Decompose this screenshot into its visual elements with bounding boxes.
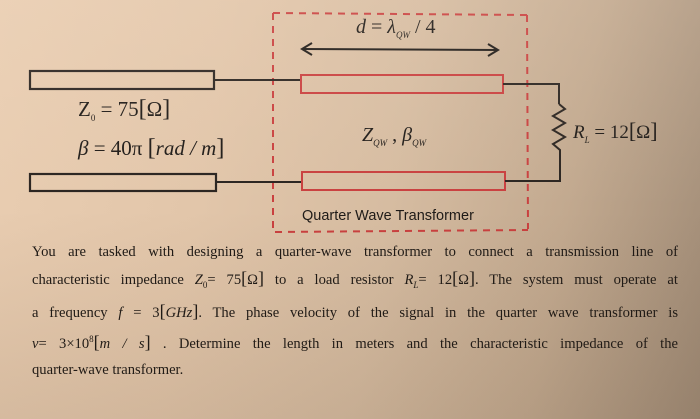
- zqw-subscript: QW: [373, 138, 388, 148]
- beta-symbol: β: [78, 136, 89, 160]
- z0-unit: Ω: [247, 272, 259, 288]
- divide-by-four: / 4: [414, 16, 436, 38]
- d-symbol: d: [356, 16, 366, 38]
- line-impedance-label: Z0 = 75[Ω]: [78, 96, 171, 124]
- rl-subscript: L: [584, 134, 590, 145]
- length-arrow: [300, 42, 500, 57]
- load-wiring: [503, 83, 567, 182]
- velocity-symbol: v: [32, 335, 39, 352]
- z0-subscript: 0: [90, 113, 96, 124]
- load-resistor-label: RL = 12[Ω]: [573, 118, 658, 145]
- betaqw-subscript: QW: [412, 138, 427, 148]
- rl-value: = 12: [418, 272, 453, 288]
- separator: ,: [392, 124, 398, 146]
- velocity-value: = 3×10: [38, 335, 90, 352]
- problem-line-3: a frequency f = 3[GHz]. The phase veloci…: [32, 300, 678, 321]
- quarter-wave-transformer-caption: Quarter Wave Transformer: [302, 208, 474, 224]
- rl-unit: Ω: [636, 122, 651, 143]
- text-segment: . The system must operate at: [474, 272, 678, 288]
- text-segment: a frequency: [32, 304, 108, 321]
- text-segment: . Determine the length in meters and the…: [162, 335, 678, 352]
- z0-symbol: Z: [78, 97, 91, 121]
- frequency-unit: GHz: [165, 304, 193, 321]
- text-segment: to a load resistor: [274, 272, 394, 288]
- z0-unit: Ω: [146, 97, 163, 121]
- lambda-symbol: λ: [387, 16, 396, 38]
- resistor-icon: [551, 103, 567, 154]
- z0-subscript: 0: [202, 279, 208, 290]
- rl-symbol: R: [573, 122, 585, 143]
- z0-value: = 75: [100, 97, 139, 121]
- problem-line-5: quarter-wave transformer.: [32, 361, 184, 378]
- velocity-exponent: 8: [89, 333, 94, 344]
- text-segment: . The phase velocity of the signal in th…: [198, 304, 678, 321]
- rl-subscript: L: [413, 279, 419, 290]
- quarter-wave-dashed-box: [272, 12, 529, 233]
- z0-value: = 75: [207, 272, 242, 288]
- left-line-bottom-conductor: [28, 172, 218, 193]
- problem-statement: You are tasked with designing a quarter-…: [32, 239, 678, 383]
- problem-line-2: characteristic impedance Z0= 75[Ω] to a …: [32, 268, 678, 290]
- beta-value: = 40π: [93, 136, 143, 160]
- problem-line-1: You are tasked with designing a quarter-…: [32, 244, 678, 260]
- z0-symbol: Z: [194, 272, 203, 288]
- zqw-symbol: Z: [362, 124, 374, 146]
- rl-symbol: R: [404, 272, 414, 288]
- velocity-unit: m / s: [99, 335, 145, 352]
- frequency-symbol: f: [118, 304, 123, 321]
- frequency-value: = 3: [133, 304, 160, 321]
- lambda-subscript: QW: [395, 30, 410, 40]
- beta-unit: rad / m: [155, 136, 217, 160]
- left-line-top-conductor: [28, 69, 216, 91]
- transformer-top-conductor: [300, 74, 504, 94]
- transformer-bottom-conductor: [301, 171, 506, 191]
- rl-value: = 12: [594, 122, 629, 143]
- quarter-wavelength-annotation: d = λQW / 4: [356, 16, 436, 40]
- problem-line-4: v= 3×108[m / s] . Determine the length i…: [32, 331, 678, 352]
- text-segment: characteristic impedance: [32, 272, 184, 288]
- equals-sign: =: [371, 16, 383, 38]
- rl-unit: Ω: [458, 272, 469, 288]
- transformer-params-label: ZQW , βQW: [362, 124, 426, 148]
- line-beta-label: β = 40π [rad / m]: [78, 135, 225, 161]
- betaqw-symbol: β: [402, 124, 413, 146]
